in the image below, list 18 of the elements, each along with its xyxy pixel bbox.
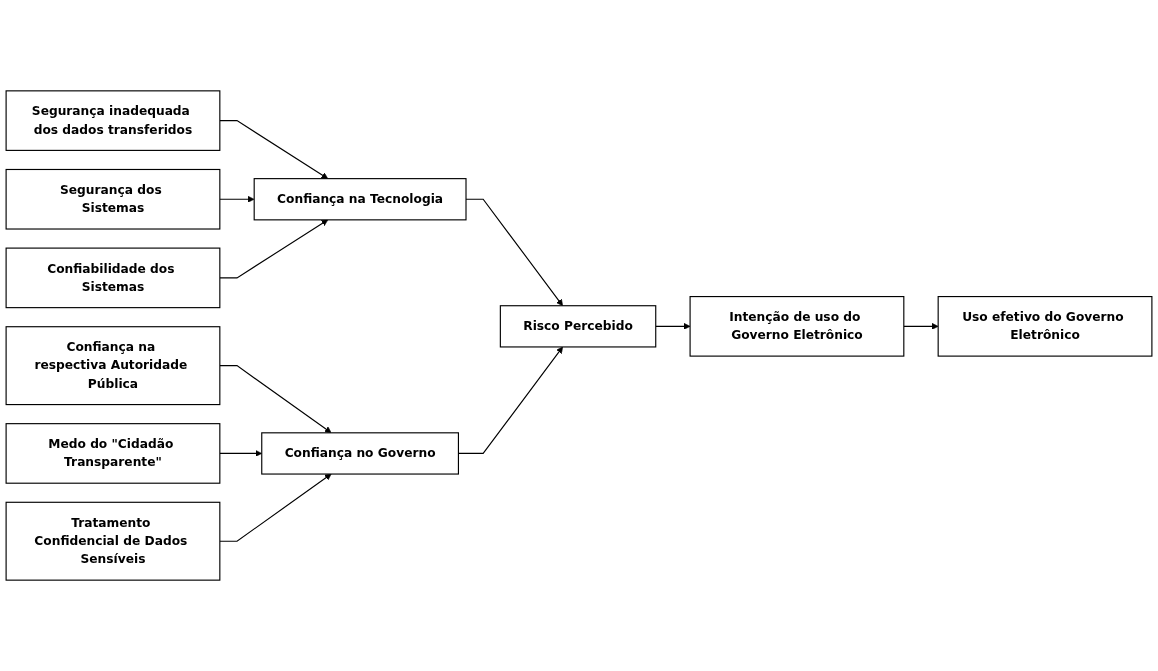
node-box: Confiança na respectiva Autoridade Pública [5,326,221,406]
arrow [219,365,332,434]
node-box: Risco Percebido [499,305,657,348]
arrow [219,120,329,179]
node-box: Confiabilidade dos Sistemas [5,247,221,309]
node-box: Confiança na Tecnologia [253,178,467,221]
node-box: Uso efetivo do Governo Eletrônico [937,296,1153,357]
arrow [903,323,939,330]
arrow [219,219,329,279]
node-box: Confiança no Governo [261,432,459,475]
arrow [219,473,332,542]
node-box: Intenção de uso do Governo Eletrônico [689,296,905,357]
node-box: Medo do "Cidadão Transparente" [5,423,221,484]
node-box: Segurança dos Sistemas [5,168,221,230]
node-box: Tratamento Confidencial de Dados Sensíveis [5,501,221,581]
node-box: Segurança inadequada dos dados transferidos [5,90,221,151]
arrow [655,323,691,330]
arrow [219,195,255,203]
